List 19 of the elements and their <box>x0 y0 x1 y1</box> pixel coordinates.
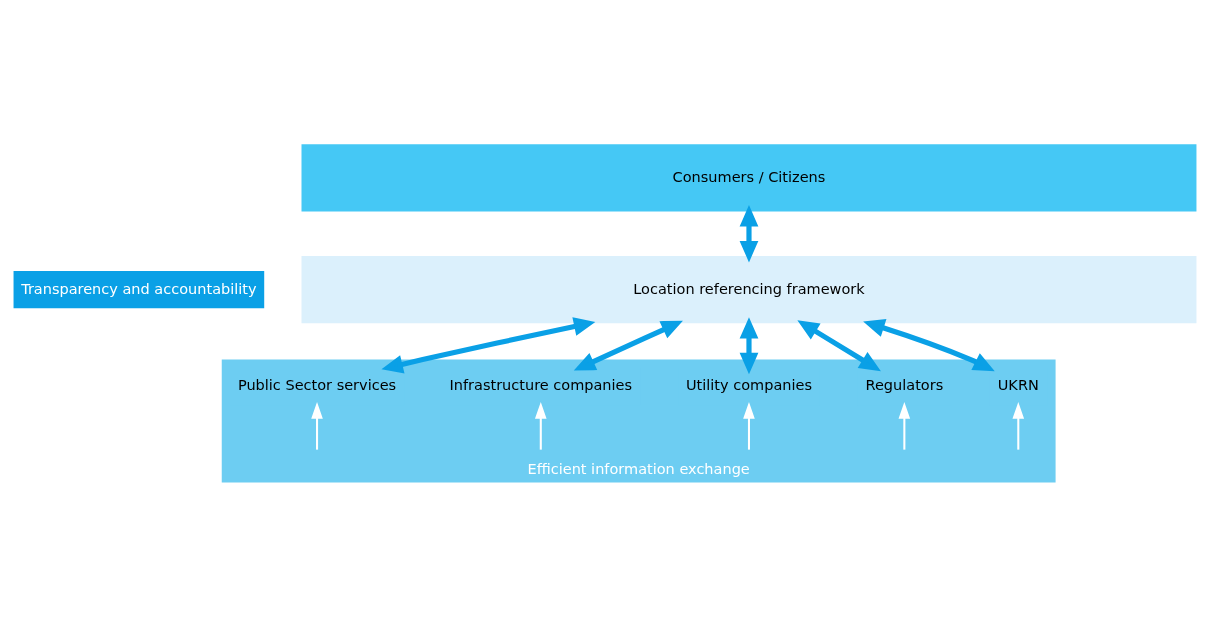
arrow <box>573 320 683 370</box>
arrow <box>743 401 755 450</box>
arrow <box>863 318 995 371</box>
node-box: Location referencing framework <box>301 255 1197 323</box>
arrow <box>739 204 759 262</box>
arrow <box>534 401 547 450</box>
node-text: Regulators <box>865 376 944 393</box>
node-text: Utility companies <box>685 376 812 393</box>
arrow <box>797 319 881 371</box>
arrow <box>1012 401 1025 450</box>
label: Transparency and accountability <box>21 280 257 297</box>
node-box: Consumers / Citizens <box>301 143 1197 211</box>
node-text: Infrastructure companies <box>449 376 633 393</box>
arrow <box>311 401 323 450</box>
arrow <box>898 401 911 450</box>
arrow <box>739 316 759 374</box>
node-text: Public Sector services <box>237 376 397 393</box>
arrow <box>381 316 596 373</box>
node-text: UKRN <box>997 376 1039 393</box>
